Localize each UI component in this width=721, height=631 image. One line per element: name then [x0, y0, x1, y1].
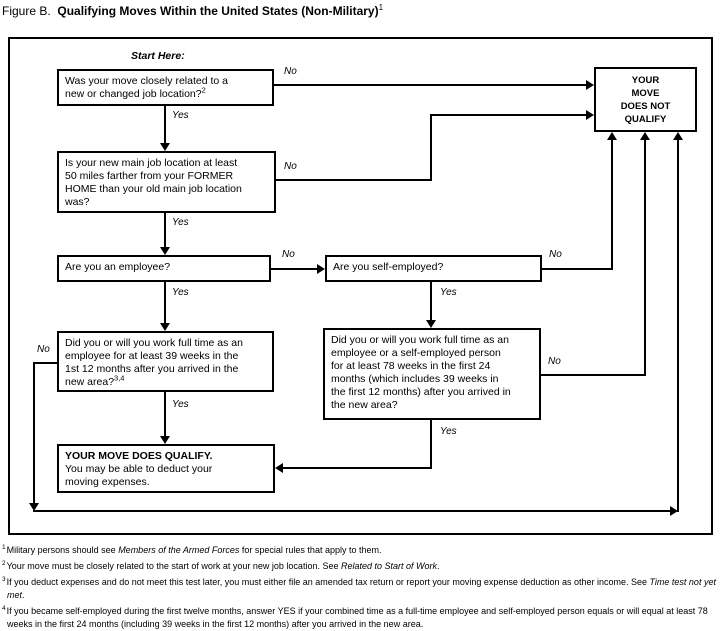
footnote-2: 2Your move must be closely related to th…: [2, 557, 719, 573]
yes-label-q3: Yes: [172, 287, 189, 298]
yes-label-q5: Yes: [172, 399, 189, 410]
arrowhead-down-icon: [160, 143, 170, 151]
q4-self-employed-box: Are you self-employed?: [325, 255, 542, 282]
arrowhead-up-icon: [673, 132, 683, 140]
no-label-q5: No: [37, 344, 50, 355]
q5-text: Did you or will you work full time as an…: [65, 337, 243, 388]
footnote-italic: Members of the Armed Forces: [118, 545, 240, 555]
arrowhead-right-icon: [586, 80, 594, 90]
figure-title-main: Qualifying Moves Within the United State…: [57, 4, 379, 18]
footnote-italic: Related to Start of Work: [340, 561, 438, 571]
footnote-text: Your move must be closely related to the…: [6, 561, 341, 571]
footnote-text: .: [437, 561, 440, 571]
connector-line: [274, 84, 586, 86]
q3-text: Are you an employee?: [65, 261, 171, 273]
footnote-1: 1Military persons should see Members of …: [2, 541, 719, 557]
yes-label-q2: Yes: [172, 217, 189, 228]
no-label-q4: No: [549, 249, 562, 260]
connector-line: [276, 179, 432, 181]
footnote-text: for special rules that apply to them.: [239, 545, 382, 555]
q1-footnote-ref: 2: [201, 85, 206, 95]
footnote-4: 4If you became self-employed during the …: [2, 602, 719, 631]
footnote-number: 2: [2, 560, 6, 567]
connector-line: [542, 268, 612, 270]
connector-line: [33, 362, 35, 503]
arrowhead-up-icon: [607, 132, 617, 140]
yes-label-q4: Yes: [440, 287, 457, 298]
footnote-number: 4: [2, 605, 6, 612]
connector-line: [430, 420, 432, 468]
q1-job-location-box: Was your move closely related to a new o…: [57, 69, 274, 106]
footnote-text: If you became self-employed during the f…: [6, 606, 708, 629]
footnote-number: 1: [2, 544, 6, 551]
no-label-q1: No: [284, 66, 297, 77]
connector-line: [430, 282, 432, 320]
connector-line: [430, 114, 432, 181]
arrowhead-right-icon: [670, 506, 678, 516]
connector-line: [611, 140, 613, 270]
arrowhead-right-icon: [586, 110, 594, 120]
arrowhead-down-icon: [426, 320, 436, 328]
q5-39-weeks-box: Did you or will you work full time as an…: [57, 331, 274, 392]
q2-distance-test-box: Is your new main job location at least 5…: [57, 151, 276, 213]
q2-text: Is your new main job location at least 5…: [65, 157, 242, 208]
not-qualify-text: YOUR MOVE DOES NOT QUALIFY: [620, 74, 671, 125]
connector-line: [644, 140, 646, 376]
yes-label-q6: Yes: [440, 426, 457, 437]
q5-footnote-ref: 3,4: [114, 373, 125, 383]
footnote-number: 3: [2, 576, 6, 583]
start-here-label: Start Here:: [131, 50, 185, 62]
footnote-text: Military persons should see: [6, 545, 119, 555]
connector-line: [33, 362, 59, 364]
arrowhead-down-icon: [160, 247, 170, 255]
footnote-text: .: [22, 590, 25, 600]
no-label-q2: No: [284, 161, 297, 172]
connector-line: [164, 392, 166, 436]
arrowhead-down-icon: [160, 323, 170, 331]
connector-line: [33, 510, 670, 512]
connector-line: [430, 114, 586, 116]
arrowhead-down-icon: [160, 436, 170, 444]
connector-line: [541, 374, 645, 376]
footnote-italic: Time test not yet met: [7, 577, 716, 600]
title-footnote-ref: 1: [378, 3, 384, 12]
footnote-3: 3If you deduct expenses and do not meet …: [2, 573, 719, 602]
q4-text: Are you self-employed?: [333, 261, 444, 273]
qualify-result-box: YOUR MOVE DOES QUALIFY. You may be able …: [57, 444, 275, 493]
arrowhead-down-icon: [29, 503, 39, 511]
q1-text: Was your move closely related to a new o…: [65, 75, 229, 100]
connector-line: [164, 213, 166, 247]
footnote-text: If you deduct expenses and do not meet t…: [6, 577, 650, 587]
q3-employee-box: Are you an employee?: [57, 255, 271, 282]
connector-line: [271, 268, 317, 270]
connector-line: [677, 140, 679, 512]
qualify-text: You may be able to deduct your moving ex…: [65, 463, 213, 488]
arrowhead-left-icon: [275, 463, 283, 473]
q6-text: Did you or will you work full time as an…: [331, 334, 511, 411]
connector-line: [164, 106, 166, 143]
connector-line: [164, 282, 166, 323]
no-label-q6: No: [548, 356, 561, 367]
arrowhead-up-icon: [640, 132, 650, 140]
figure-title: Figure B. Qualifying Moves Within the Un…: [2, 3, 383, 18]
connector-line: [283, 467, 432, 469]
footnotes-section: 1Military persons should see Members of …: [2, 541, 719, 631]
q6-78-weeks-box: Did you or will you work full time as an…: [323, 328, 541, 420]
yes-label-q1: Yes: [172, 110, 189, 121]
not-qualify-result-box: YOUR MOVE DOES NOT QUALIFY: [594, 67, 697, 132]
figure-label: Figure B.: [2, 4, 51, 18]
no-label-q3: No: [282, 249, 295, 260]
arrowhead-right-icon: [317, 264, 325, 274]
qualify-title: YOUR MOVE DOES QUALIFY.: [65, 450, 213, 462]
